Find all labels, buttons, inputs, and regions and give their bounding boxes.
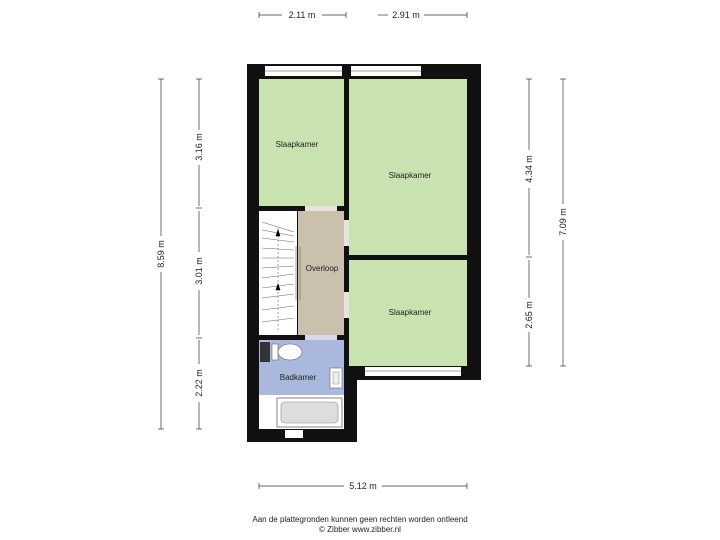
toilet-icon [260,342,303,362]
label-landing: Overloop [306,264,339,273]
label-bathroom: Badkamer [280,373,317,382]
exterior-notch [357,380,482,443]
label-bedroom-bottom-right: Slaapkamer [389,308,432,317]
staircase [261,221,301,330]
label-bedroom-top-left: Slaapkamer [276,140,319,149]
room-bedroom-bottom-right [349,260,467,366]
footer-credit: © Zibber www.zibber.nl [319,525,401,534]
door-bedroom-top-left [305,206,337,211]
door-bathroom [305,335,337,340]
dimension-lines [158,12,566,489]
dim-left-mid: 3.01 m [194,257,204,285]
door-bedroom-top-right [344,220,349,246]
dim-right-total: 7.09 m [558,208,568,236]
dim-left-top: 3.16 m [194,133,204,161]
window-bottom-right [365,367,461,376]
dim-bottom: 5.12 m [349,481,377,491]
dim-top-left: 2.11 m [289,10,316,20]
dim-left-bottom: 2.22 m [194,369,204,397]
dim-right-top: 4.34 m [524,155,534,183]
dim-right-bottom: 2.65 m [524,301,534,329]
room-bedroom-top-left [259,79,344,206]
sink-icon [329,367,343,389]
windows-top [265,66,421,76]
label-bedroom-top-right: Slaapkamer [389,171,432,180]
footer-disclaimer: Aan de plattegronden kunnen geen rechten… [252,515,468,524]
room-bedroom-top-right [349,79,467,255]
bathtub-icon [276,397,343,428]
window-bathroom [285,430,303,438]
dim-top-right: 2.91 m [392,10,420,20]
door-bedroom-bottom-right [344,292,349,318]
dim-left-total: 8.59 m [156,240,166,268]
room-landing [298,211,344,335]
